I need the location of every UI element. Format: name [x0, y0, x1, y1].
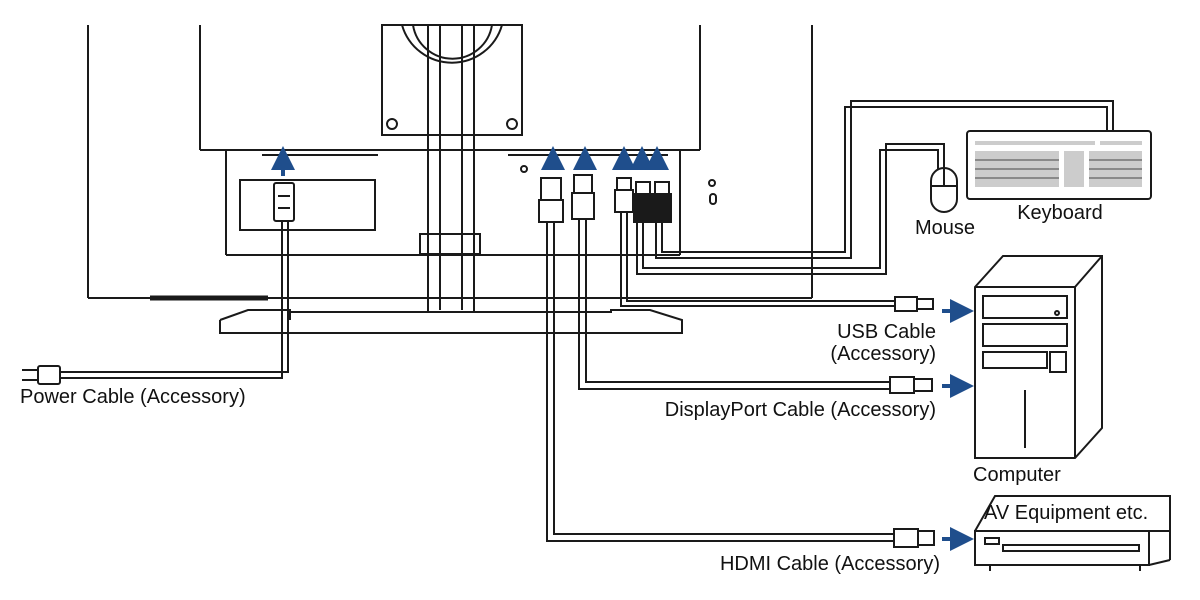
usb-cable-end-icon [894, 296, 934, 312]
av-equipment-icon [974, 495, 1171, 571]
usb-cable-label: USB Cable [837, 321, 936, 343]
keyboard-icon [966, 130, 1152, 200]
hdmi-cable-label: HDMI Cable (Accessory) [719, 553, 940, 575]
mouse-label: Mouse [914, 217, 976, 239]
power-cable-label: Power Cable (Accessory) [20, 386, 246, 408]
keyboard-label: Keyboard [1017, 202, 1103, 224]
monitor-back [87, 24, 813, 334]
computer-tower-icon [974, 255, 1103, 459]
power-plug-icon [273, 182, 295, 222]
cables [60, 100, 1114, 542]
displayport-cable-label: DisplayPort Cable (Accessory) [664, 399, 936, 421]
av-equipment-label: AV Equipment etc. [984, 502, 1149, 524]
usb-plug-icon [614, 177, 672, 223]
displayport-plug-icon [571, 174, 595, 220]
computer-label: Computer [973, 464, 1061, 486]
connection-arrow-icon [271, 146, 974, 551]
hdmi-plug-icon [538, 177, 564, 223]
displayport-cable-end-icon [889, 376, 933, 394]
hdmi-cable-end-icon [893, 528, 935, 548]
power-plug-end-icon [22, 365, 61, 385]
usb-cable-accessory-label: (Accessory) [830, 343, 936, 365]
mouse-icon [930, 167, 958, 213]
